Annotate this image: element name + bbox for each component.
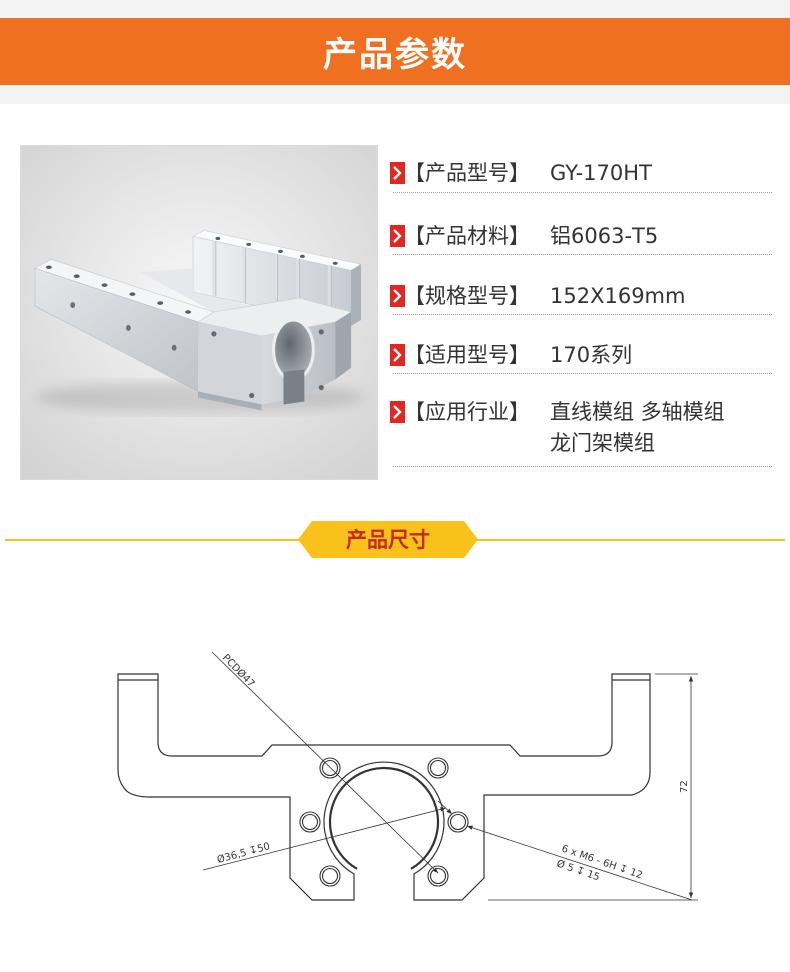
dotted-divider: [393, 254, 772, 255]
pcd-label: PCDØ47: [220, 652, 257, 690]
mounting-hole: [427, 865, 449, 887]
spec-row-industry: 【应用行业】 直线模组 多轴模组 龙门架模组: [390, 398, 772, 455]
bore-leader-line: [202, 807, 447, 871]
spec-value: 170系列: [550, 343, 633, 367]
height-label: 72: [679, 780, 690, 793]
product-photo: [20, 145, 378, 480]
chevron-right-icon: [390, 285, 405, 307]
spec-value: 铝6063-T5: [550, 224, 659, 248]
bore-inner-arc: [328, 767, 440, 870]
thread-arrow: [437, 800, 453, 815]
mounting-hole: [319, 757, 341, 779]
spec-label: 【产品材料】: [404, 224, 530, 248]
section-label-badge: [298, 521, 478, 558]
chevron-right-icon: [390, 225, 405, 247]
mounting-hole: [299, 811, 321, 833]
spec-value-line2: 龙门架模组: [550, 431, 655, 455]
dotted-divider: [393, 314, 772, 315]
section-banner: 产品参数: [0, 18, 790, 85]
section-title: 产品尺寸: [346, 528, 430, 552]
section-divider: 产品尺寸: [0, 515, 790, 565]
banner-title: 产品参数: [323, 35, 467, 75]
spec-value: 直线模组 多轴模组: [550, 400, 725, 424]
dotted-divider: [393, 373, 772, 374]
technical-drawing: PCDØ47 Ø36,5 ↧50 6 x M6 - 6H ↧ 12 Ø 5 ↧ …: [0, 600, 790, 972]
thread-leader-line: [466, 825, 693, 901]
part-outline: [117, 673, 651, 901]
spec-row-compatible: 【适用型号】 170系列: [390, 341, 772, 369]
chevron-right-icon: [390, 162, 405, 184]
mounting-hole: [319, 865, 341, 887]
spec-row-material: 【产品材料】 铝6063-T5: [390, 222, 772, 250]
pcd-leader-line: [211, 651, 439, 874]
spec-value: GY-170HT: [550, 161, 652, 185]
bore-label: Ø36,5 ↧50: [216, 840, 272, 866]
spec-label: 【产品型号】: [404, 161, 530, 185]
chevron-right-icon: [390, 401, 405, 423]
spec-label: 【应用行业】: [404, 400, 530, 424]
aluminum-bracket-render-icon: [21, 146, 377, 479]
spec-row-size: 【规格型号】 152X169mm: [390, 282, 772, 310]
spec-label: 【适用型号】: [404, 343, 530, 367]
spec-row-model: 【产品型号】 GY-170HT: [390, 159, 772, 187]
mounting-hole: [447, 811, 469, 833]
dotted-divider: [393, 192, 772, 193]
dotted-divider: [393, 466, 772, 467]
mounting-hole: [427, 757, 449, 779]
spec-label: 【规格型号】: [404, 284, 530, 308]
chevron-right-icon: [390, 344, 405, 366]
spec-value: 152X169mm: [550, 284, 686, 308]
